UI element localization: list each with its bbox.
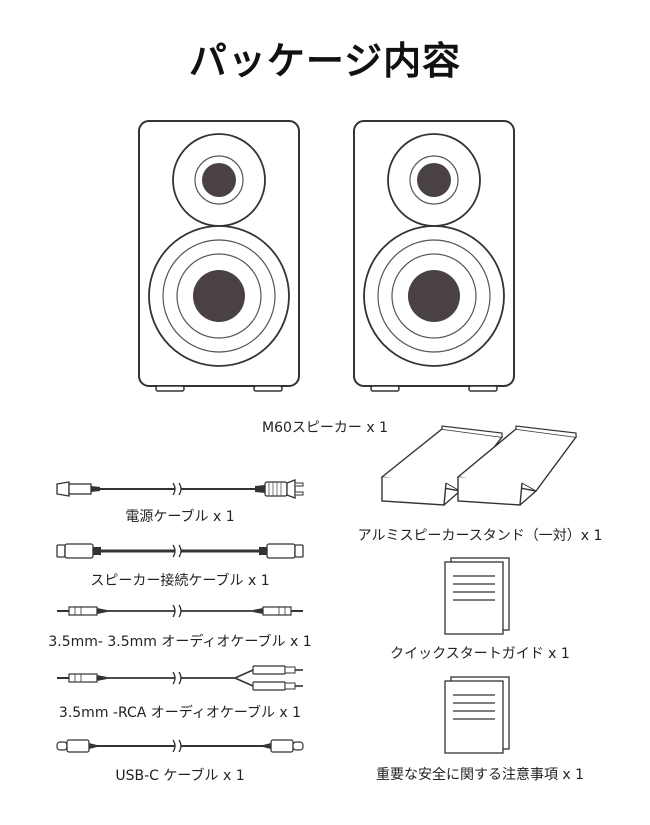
- safety-instructions-illustration: [444, 676, 510, 754]
- aux-cable-illustration: [57, 604, 303, 618]
- page-title: パッケージ内容: [188, 39, 462, 83]
- quick-start-guide-illustration: [444, 557, 510, 635]
- speaker-left-illustration: [138, 120, 300, 392]
- speaker-right-illustration: [353, 120, 515, 392]
- rca-cable-illustration: [57, 665, 303, 691]
- stands-illustration: [380, 425, 578, 506]
- speakers-label: M60スピーカー x 1: [262, 420, 388, 436]
- aux-cable-label: 3.5mm- 3.5mm オーディオケーブル x 1: [48, 634, 312, 650]
- speaker-cable-illustration: [56, 543, 304, 559]
- usbc-cable-illustration: [56, 739, 304, 753]
- speaker-cable-label: スピーカー接続ケーブル x 1: [90, 573, 270, 589]
- usbc-cable-label: USB-C ケーブル x 1: [115, 768, 245, 784]
- power-cable-illustration: [56, 479, 304, 499]
- rca-cable-label: 3.5mm -RCA オーディオケーブル x 1: [58, 705, 302, 721]
- stands-label: アルミスピーカースタンド（一対）x 1: [357, 528, 603, 544]
- power-cable-label: 電源ケーブル x 1: [125, 509, 235, 525]
- quick-start-guide-label: クイックスタートガイド x 1: [390, 646, 570, 662]
- safety-instructions-label: 重要な安全に関する注意事項 x 1: [375, 767, 585, 783]
